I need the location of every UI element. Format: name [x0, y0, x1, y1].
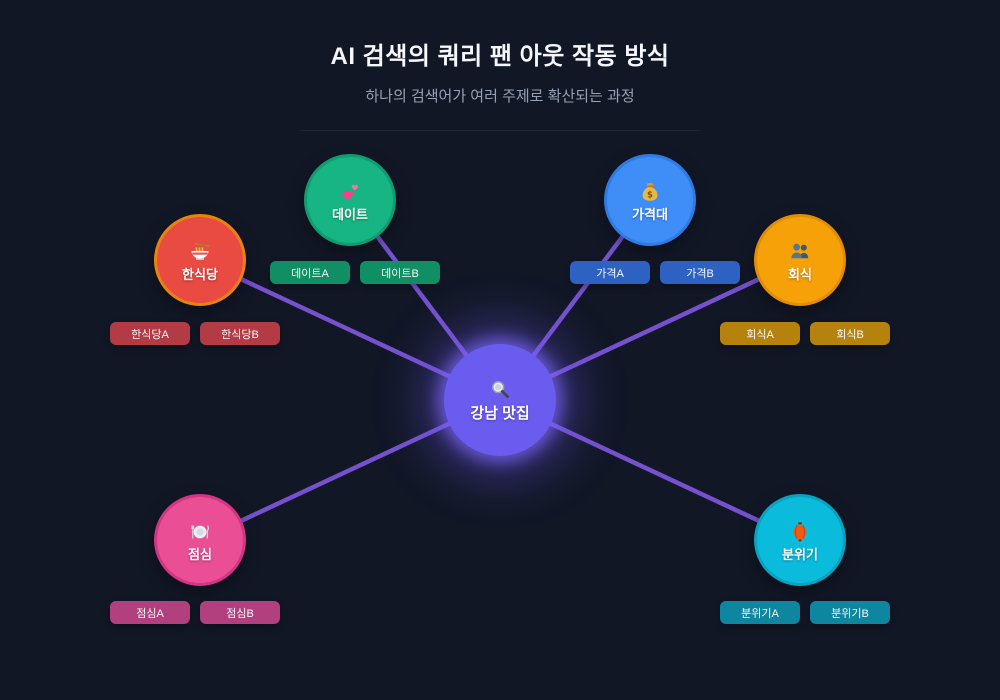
chip-price-a: 가격A: [570, 261, 650, 284]
node-label: 분위기: [782, 546, 818, 562]
chip-mood-a: 분위기A: [720, 601, 800, 624]
chip-lunch-b: 점심B: [200, 601, 280, 624]
header: AI 검색의 쿼리 팬 아웃 작동 방식 하나의 검색어가 여러 주제로 확산되…: [0, 0, 1000, 106]
chip-korean-restaurant-a: 한식당A: [110, 322, 190, 345]
node-label: 점심: [188, 546, 212, 562]
chip-mood-b: 분위기B: [810, 601, 890, 624]
header-divider: [300, 130, 700, 131]
node-label: 강남 맛집: [470, 405, 530, 422]
node-label: 회식: [788, 266, 812, 282]
ramen-bowl-icon: [188, 240, 212, 264]
node-price-range: $ 가격대: [604, 154, 696, 246]
page-subtitle: 하나의 검색어가 여러 주제로 확산되는 과정: [365, 88, 635, 105]
chip-company-dinner-b: 회식B: [810, 322, 890, 345]
node-korean-restaurant: 한식당: [154, 214, 246, 306]
node-label: 데이트: [332, 206, 368, 222]
page-title: AI 검색의 쿼리 팬 아웃 작동 방식: [330, 43, 670, 70]
chip-date-a: 데이트A: [270, 261, 350, 284]
chip-date-b: 데이트B: [360, 261, 440, 284]
node-date: 데이트: [304, 154, 396, 246]
plate-cutlery-icon: [188, 520, 212, 544]
chip-company-dinner-a: 회식A: [720, 322, 800, 345]
money-bag-icon: $: [638, 180, 662, 204]
two-hearts-icon: [338, 180, 362, 204]
node-label: 가격대: [632, 206, 668, 222]
node-lunch: 점심: [154, 494, 246, 586]
node-center-query: 강남 맛집: [444, 344, 556, 456]
chip-price-b: 가격B: [660, 261, 740, 284]
magnifier-icon: [490, 379, 511, 400]
chip-lunch-a: 점심A: [110, 601, 190, 624]
node-company-dinner: 회식: [754, 214, 846, 306]
svg-text:$: $: [647, 190, 653, 200]
node-label: 한식당: [182, 266, 218, 282]
people-icon: [788, 240, 812, 264]
node-mood: 분위기: [754, 494, 846, 586]
lantern-icon: [788, 520, 812, 544]
chip-korean-restaurant-b: 한식당B: [200, 322, 280, 345]
